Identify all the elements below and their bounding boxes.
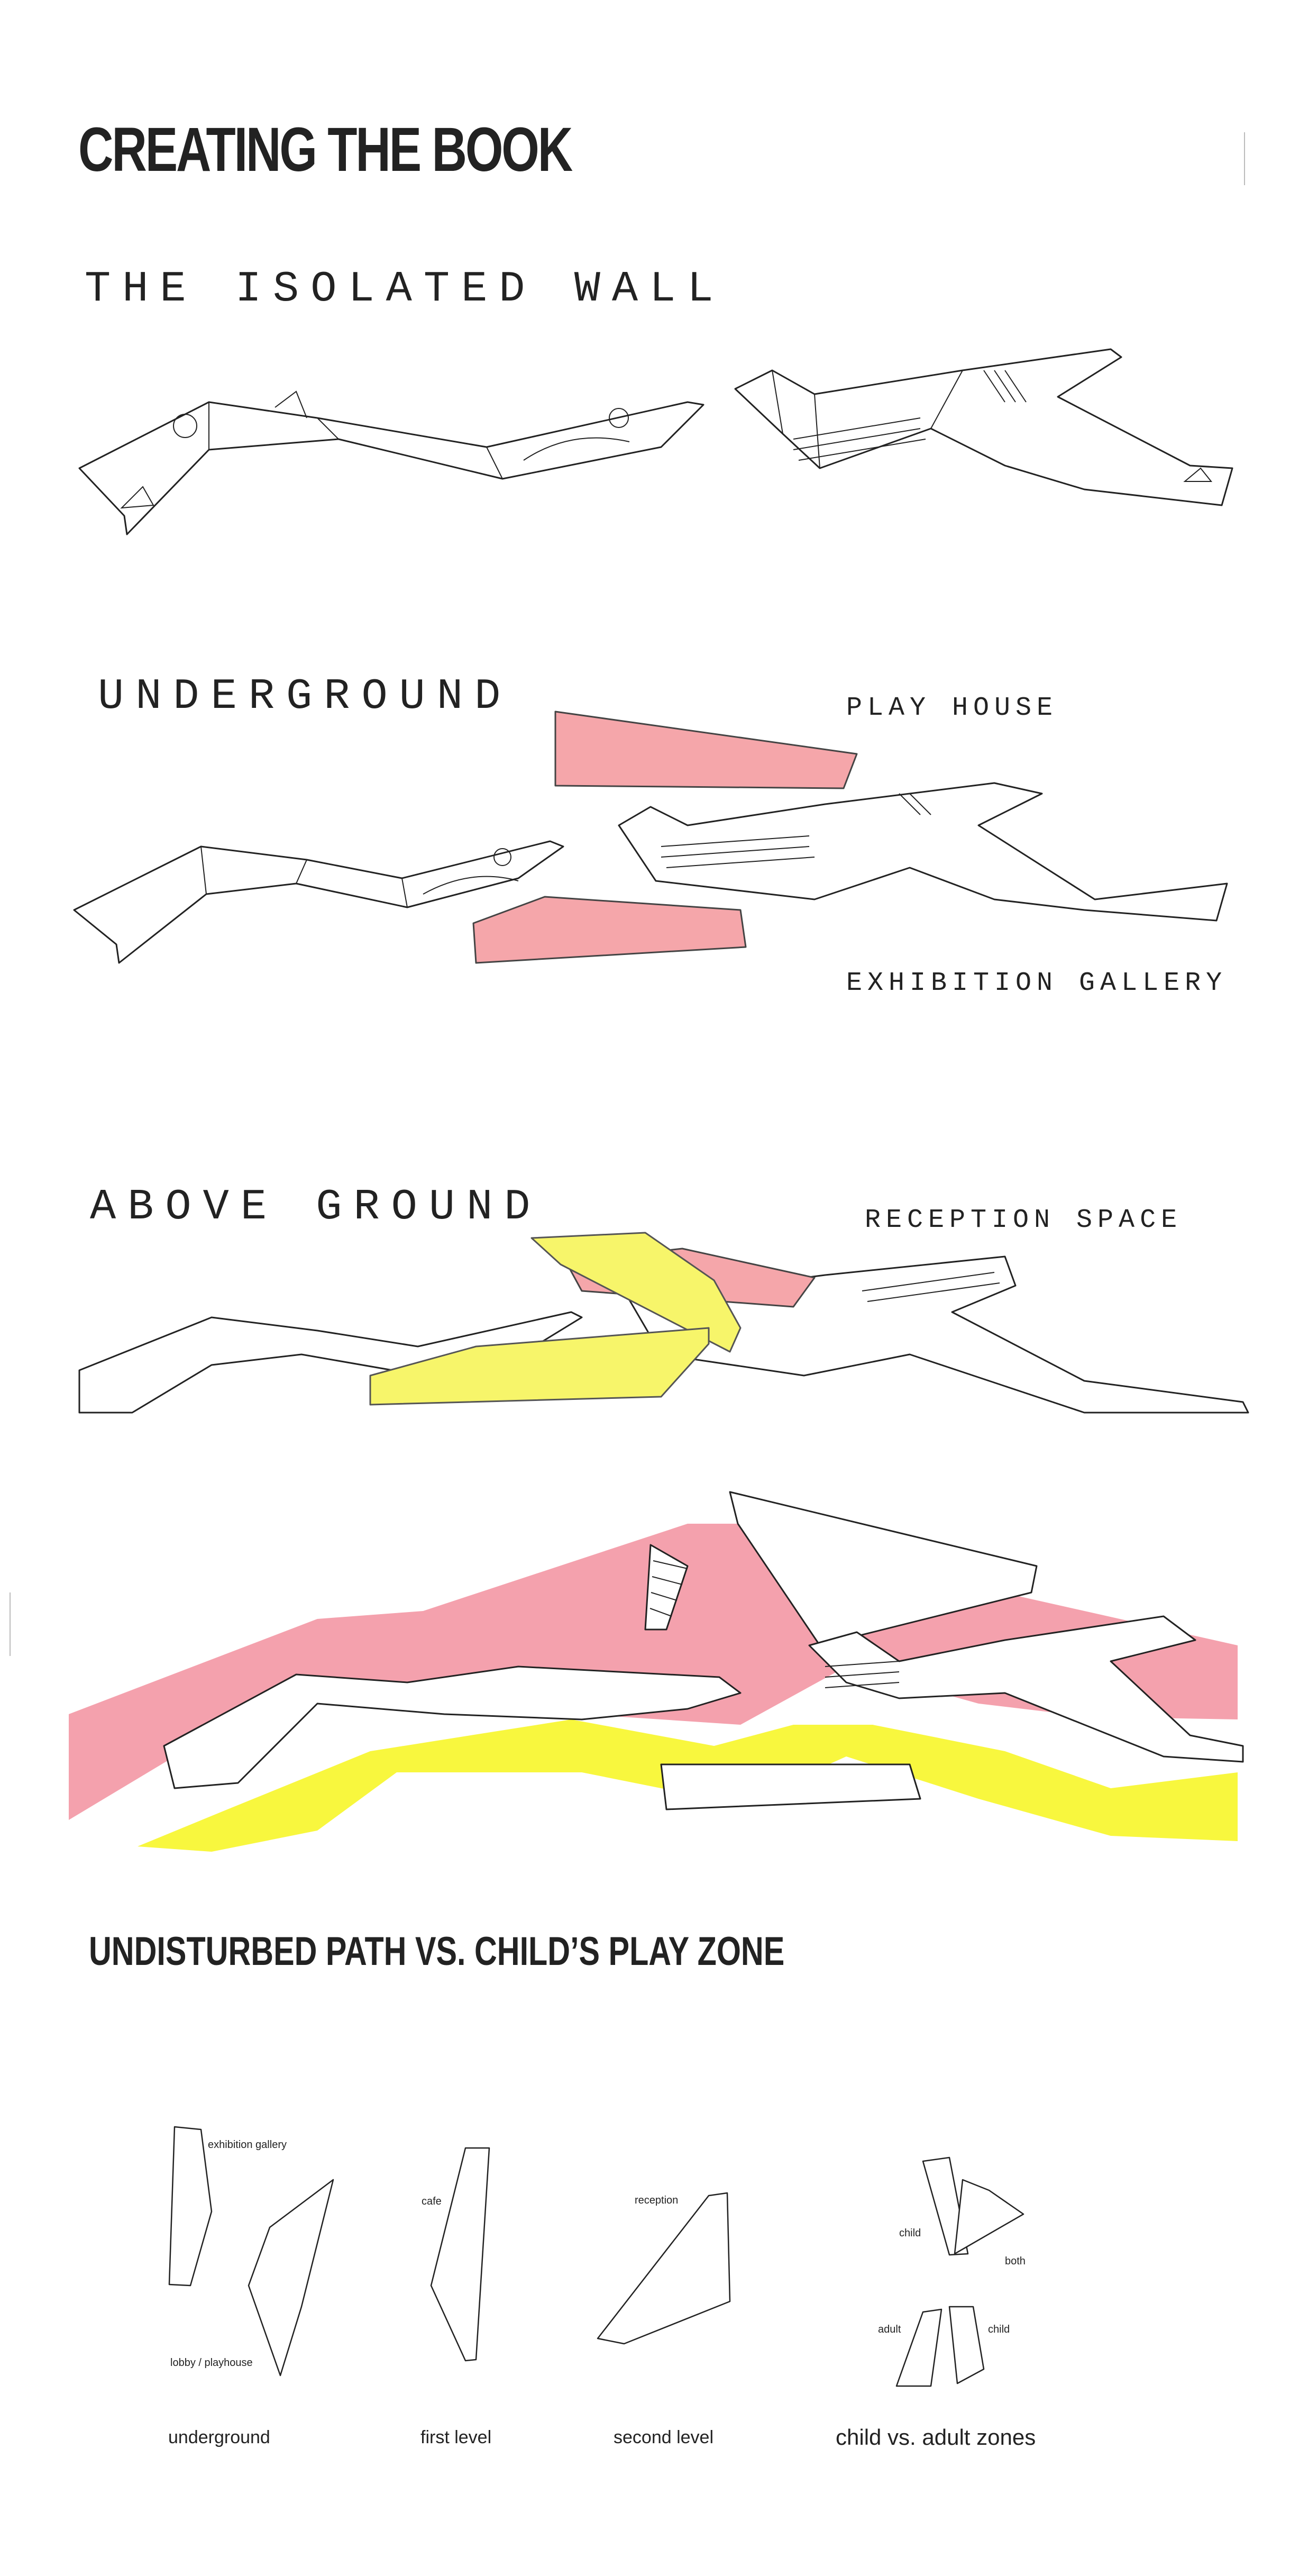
plan-label-cafe: cafe bbox=[422, 2196, 442, 2208]
zone-label-both: both bbox=[1005, 2255, 1026, 2268]
caption-first-level: first level bbox=[420, 2427, 491, 2448]
plan-label-lobby-playhouse: lobby / playhouse bbox=[170, 2357, 253, 2369]
zone-label-child-top: child bbox=[899, 2227, 921, 2240]
caption-zones: child vs. adult zones bbox=[836, 2425, 1036, 2450]
zone-label-child-bottom: child bbox=[988, 2324, 1010, 2336]
plan-label-reception: reception bbox=[635, 2195, 678, 2207]
zone-label-adult: adult bbox=[878, 2324, 901, 2336]
caption-second-level: second level bbox=[614, 2427, 713, 2448]
caption-underground: underground bbox=[168, 2427, 270, 2448]
plan-label-exhibition-gallery: exhibition gallery bbox=[208, 2139, 287, 2151]
